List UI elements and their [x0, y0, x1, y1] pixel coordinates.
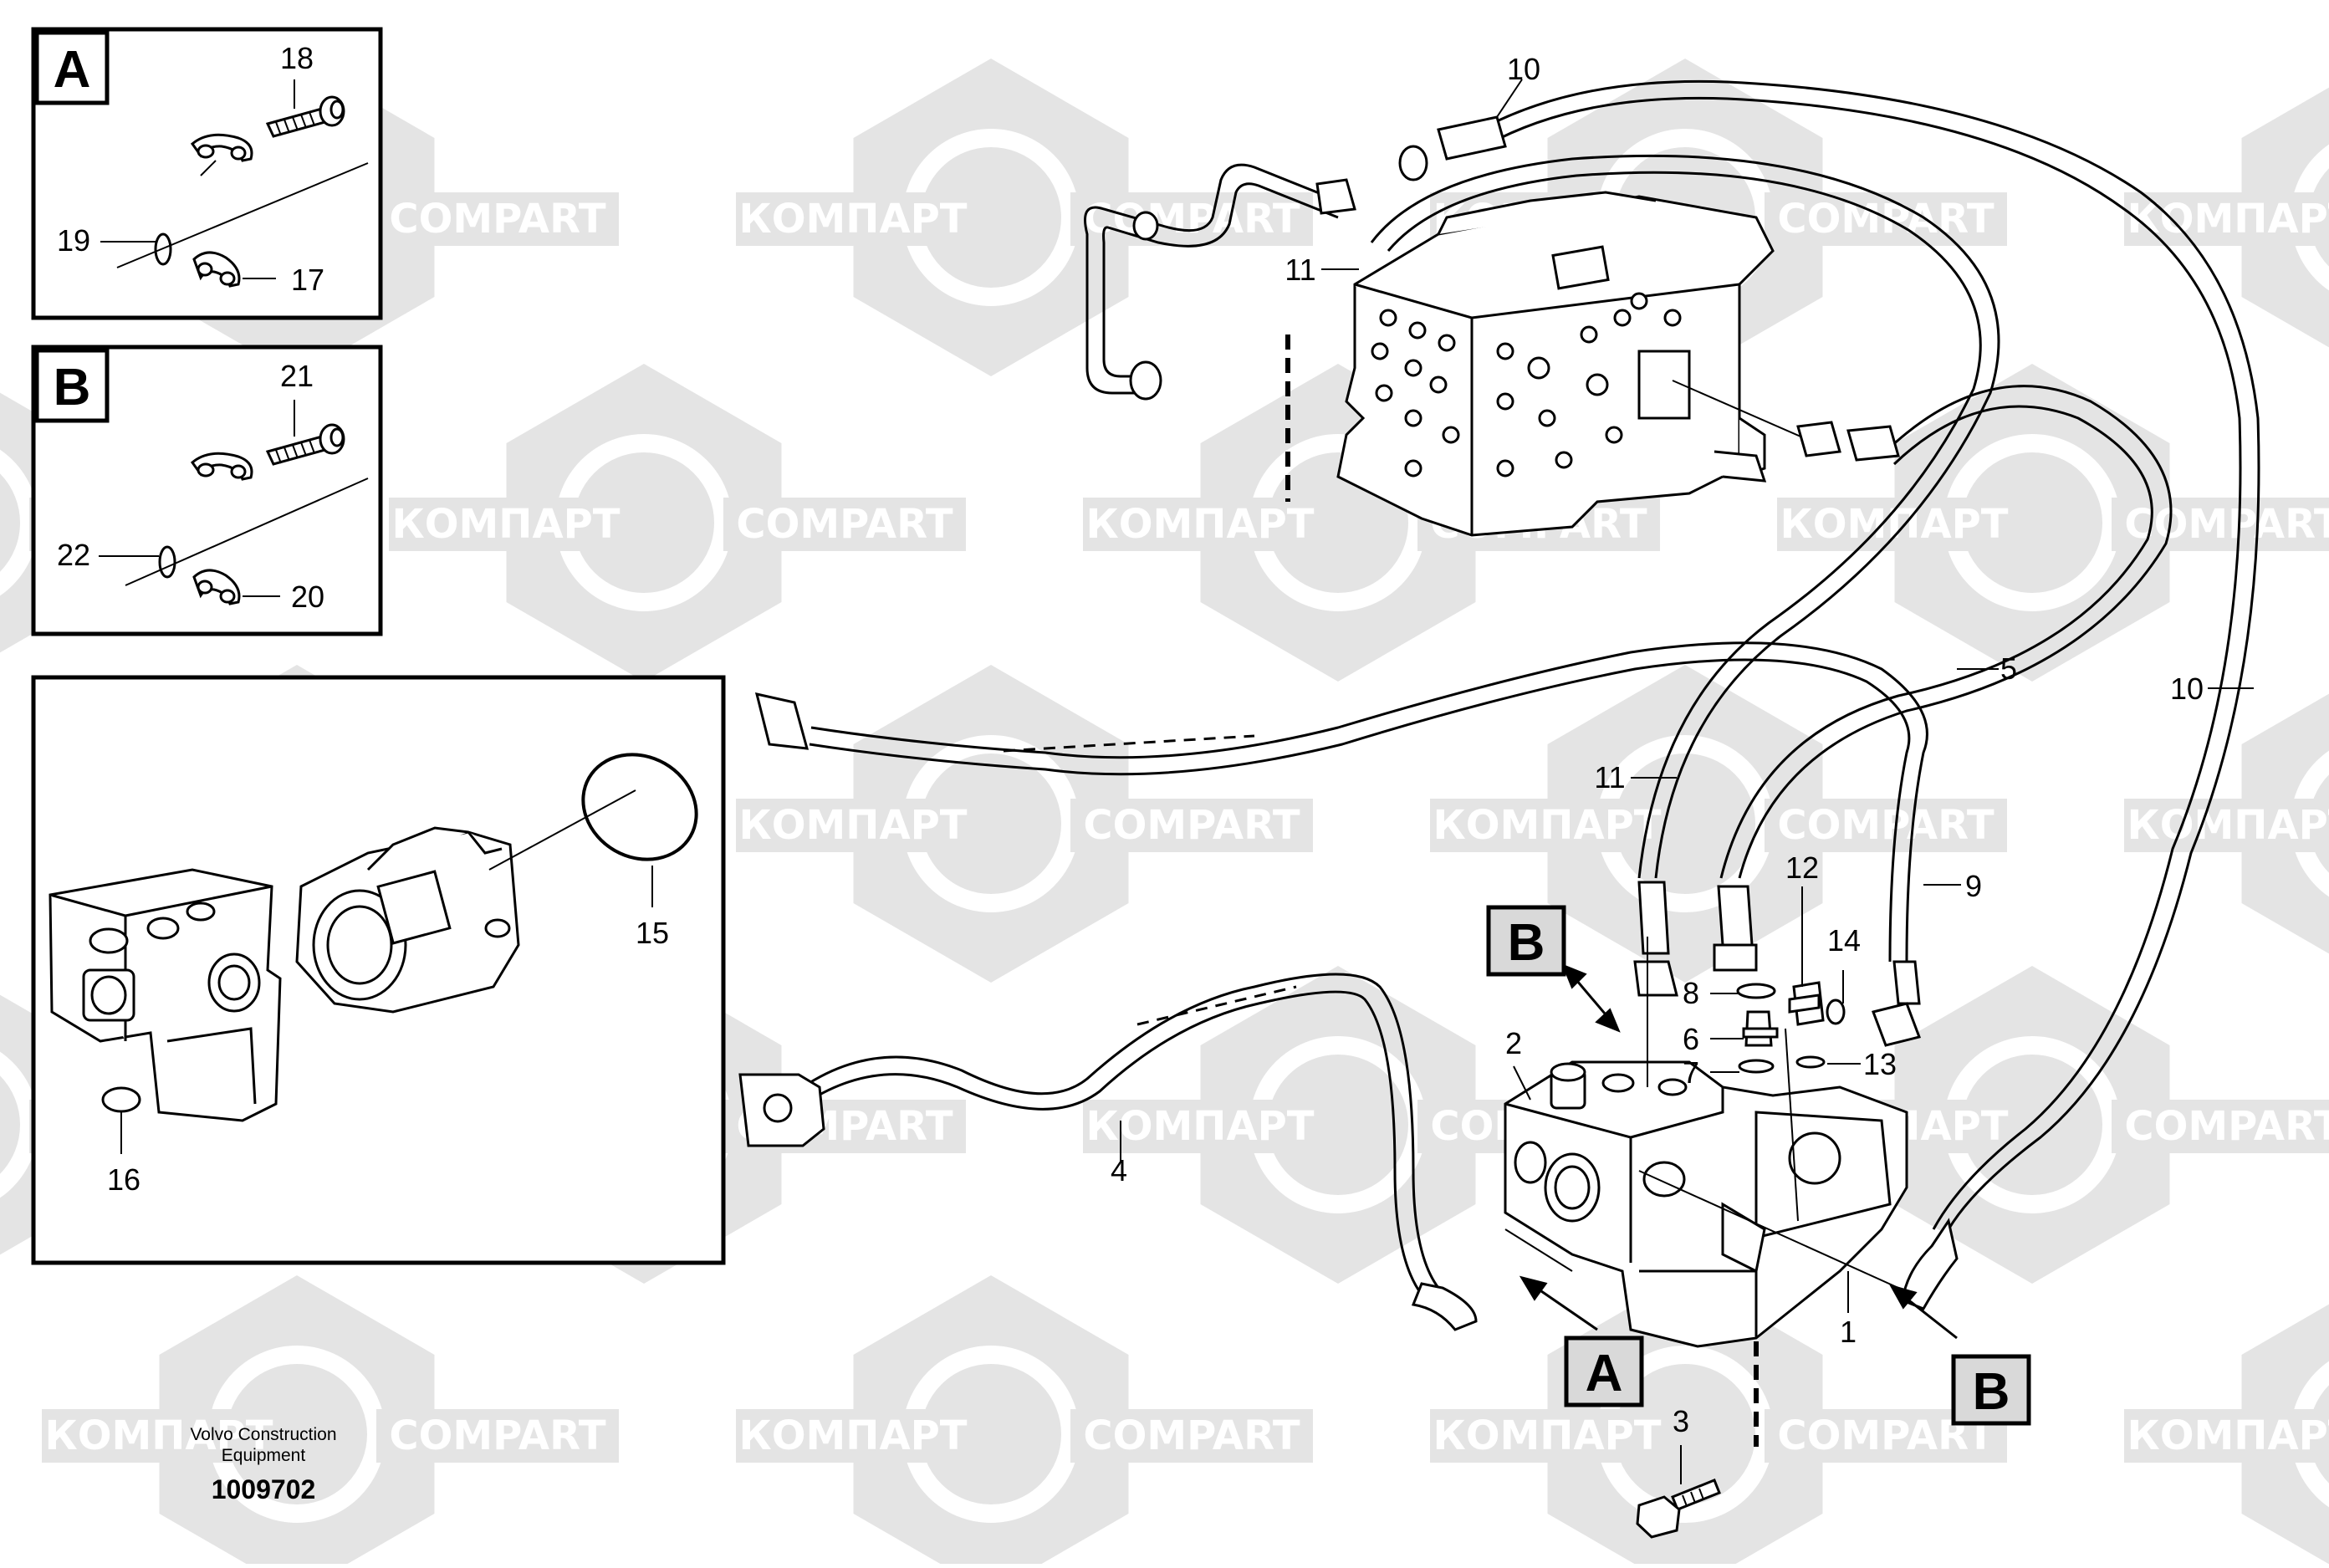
svg-text:B: B [1973, 1363, 2010, 1421]
callout-17: 17 [291, 263, 324, 297]
letter-box-a: A [1566, 1338, 1642, 1405]
callout-11-mid: 11 [1594, 760, 1625, 794]
control-valve-block [1338, 192, 1773, 535]
watermark-tile: КОМПАРТ COMPART [736, 665, 1313, 983]
watermark-text-left: КОМПАРТ [738, 1412, 967, 1459]
watermark-text-right: COMPART [389, 196, 606, 243]
callout-15: 15 [636, 916, 669, 950]
watermark-text-left: КОМПАРТ [1780, 501, 2008, 548]
svg-text:A: A [1586, 1345, 1623, 1402]
watermark-text-left: КОМПАРТ [2127, 1412, 2329, 1459]
callout-3: 3 [1673, 1404, 1689, 1438]
watermark-text-right: COMPART [1083, 196, 1300, 243]
svg-text:B: B [1508, 914, 1545, 972]
watermark-text-left: КОМПАРТ [391, 501, 620, 548]
detail-box-a: A 18 19 17 [33, 29, 381, 318]
callout-21: 21 [280, 359, 314, 393]
watermark-text-right: COMPART [2124, 1103, 2329, 1150]
pump-assembly [1505, 1062, 1907, 1346]
letter-box-b-lower: B [1954, 1356, 2029, 1423]
detail-box-b: B 21 22 20 [33, 347, 381, 634]
watermark-text-right: COMPART [2124, 501, 2329, 548]
watermark-tile: КОМПАРТ COMPART [389, 364, 966, 682]
detail-b-letter: B [54, 359, 91, 416]
callout-14: 14 [1827, 923, 1861, 958]
watermark-text-left: КОМПАРТ [1433, 1412, 1661, 1459]
watermark-text-right: COMPART [736, 501, 953, 548]
callout-1: 1 [1840, 1315, 1857, 1349]
watermark-text-left: КОМПАРТ [738, 196, 967, 243]
callout-10-right: 10 [2170, 672, 2204, 706]
callout-22: 22 [57, 538, 90, 572]
adapter-parts [1738, 983, 1844, 1072]
callout-12: 12 [1785, 850, 1819, 885]
callout-10-top: 10 [1507, 52, 1540, 86]
watermark-text-right: COMPART [1083, 1412, 1300, 1459]
callout-8: 8 [1683, 976, 1699, 1010]
letter-box-b-upper: B [1489, 907, 1564, 974]
callout-13: 13 [1863, 1047, 1897, 1081]
watermark-tile: КОМПАРТ COMPART [736, 1275, 1313, 1564]
callout-16: 16 [107, 1162, 140, 1197]
watermark-text-left: КОМПАРТ [2127, 802, 2329, 849]
callout-5: 5 [2000, 651, 2017, 686]
company-line-2: Equipment [222, 1446, 306, 1465]
callout-19: 19 [57, 223, 90, 258]
callout-9: 9 [1965, 869, 1982, 903]
watermark-text-left: КОМПАРТ [1433, 802, 1661, 849]
callout-6: 6 [1683, 1022, 1699, 1056]
drawing-number: 1009702 [212, 1474, 316, 1504]
pump-view-box: 15 16 [33, 677, 723, 1263]
watermark-text-right: COMPART [389, 1412, 606, 1459]
watermark-text-left: КОМПАРТ [738, 802, 967, 849]
watermark-text-right: COMPART [1777, 802, 1994, 849]
callout-18: 18 [280, 41, 314, 75]
callout-2: 2 [1505, 1026, 1522, 1060]
watermark-text-left: КОМПАРТ [1085, 501, 1314, 548]
watermark-text-right: COMPART [1083, 802, 1300, 849]
callout-4: 4 [1111, 1153, 1127, 1187]
detail-a-letter: A [54, 41, 91, 99]
company-line-1: Volvo Construction [190, 1425, 336, 1444]
callout-7: 7 [1683, 1055, 1699, 1090]
callout-11-top: 11 [1285, 253, 1315, 287]
callout-20: 20 [291, 580, 324, 614]
watermark-tile: КОМПАРТ COMPART [736, 59, 1313, 376]
